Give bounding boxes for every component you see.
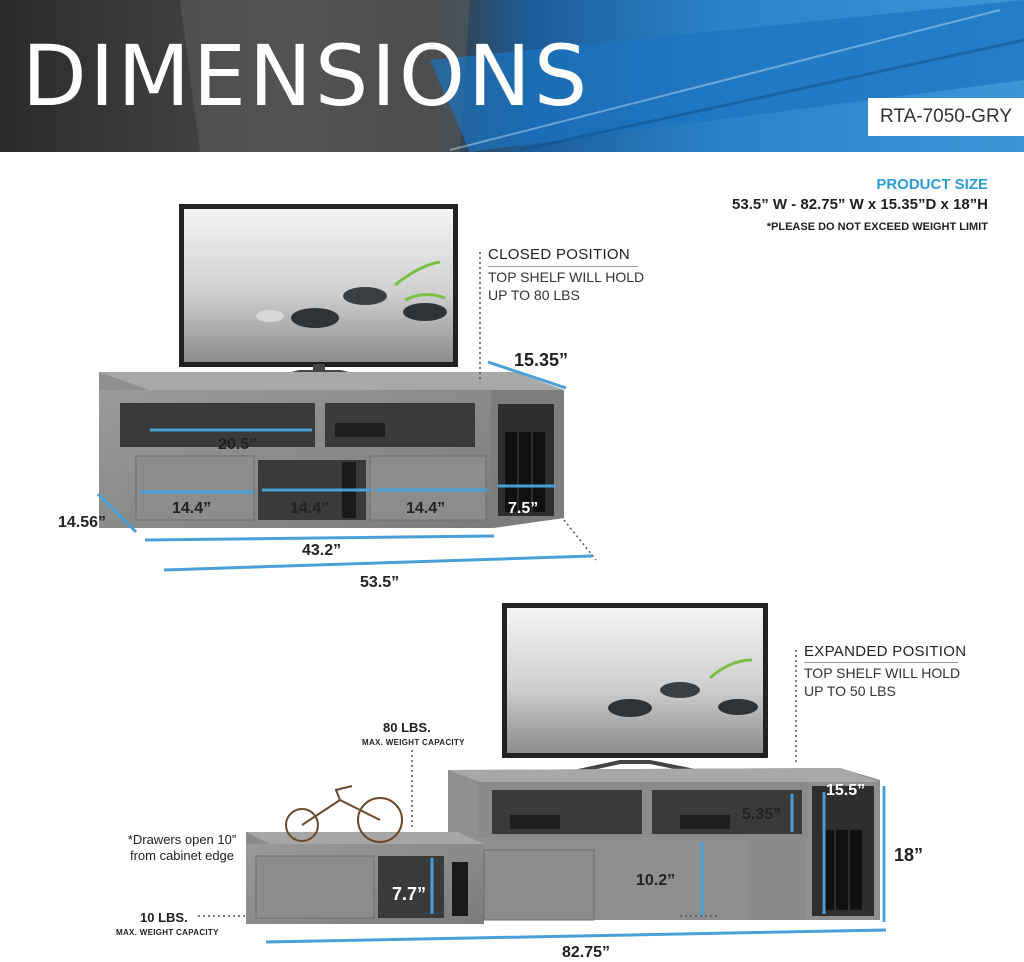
closed-position-title: CLOSED POSITION (488, 246, 631, 263)
cabinet-expanded (246, 768, 880, 924)
leader-lines-closed (479, 252, 597, 561)
page-title: DIMENSIONS (22, 27, 591, 125)
expanded-title-divider (804, 662, 958, 663)
bottom-weight-caption: MAX. WEIGHT CAPACITY (116, 928, 219, 937)
drawer-note-line2: from cabinet edge (129, 848, 235, 863)
expanded-total-width-label: 82.75” (562, 944, 611, 961)
bottom-weight-label: 10 LBS. (140, 910, 188, 925)
closed-drawer3-label: 14.4” (406, 500, 446, 517)
closed-title-divider (488, 266, 638, 267)
header-banner: DIMENSIONS RTA-7050-GRY (0, 0, 1024, 152)
expanded-subtitle-line2: UP TO 50 LBS (804, 683, 896, 699)
product-size-dimensions: 53.5” W - 82.75” W x 15.35”D x 18”H (732, 196, 988, 213)
closed-drawer2-label: 14.4” (290, 500, 330, 517)
sku-badge: RTA-7050-GRY (868, 98, 1024, 136)
closed-depth-label: 15.35” (514, 350, 569, 370)
dimension-lines-closed (96, 360, 593, 572)
tv-expanded (502, 603, 768, 777)
leader-lines-expanded (198, 650, 797, 917)
top-weight-caption: MAX. WEIGHT CAPACITY (362, 738, 465, 747)
clearance-label: 10.2” (636, 872, 676, 889)
cabinet-closed (99, 372, 564, 528)
bicycle-decor (285, 785, 403, 843)
top-weight-label: 80 LBS. (383, 720, 431, 735)
closed-drawer1-label: 14.4” (172, 500, 212, 517)
closed-shelf-width-label: 20.5” (218, 436, 258, 453)
closed-subtitle-line2: UP TO 80 LBS (488, 287, 580, 303)
expanded-position-title: EXPANDED POSITION (804, 643, 967, 660)
closed-subtitle-line1: TOP SHELF WILL HOLD (488, 269, 645, 285)
shelf-height-label: 5.35” (742, 806, 782, 823)
closed-side-shelf-label: 7.5” (508, 500, 539, 517)
closed-height-side-label: 14.56” (58, 514, 107, 531)
closed-total-width-label: 53.5” (360, 574, 400, 591)
closed-inner-width-label: 43.2” (302, 542, 342, 559)
expanded-subtitle-line1: TOP SHELF WILL HOLD (804, 665, 961, 681)
side-height-label: 15.5” (826, 782, 866, 799)
drawer-note-line1: *Drawers open 10” (127, 832, 237, 847)
cubby-height-label: 7.7” (392, 884, 427, 904)
dimension-lines-expanded (265, 786, 887, 944)
weight-limit-note: *PLEASE DO NOT EXCEED WEIGHT LIMIT (766, 221, 988, 233)
total-height-label: 18” (894, 845, 924, 865)
tv-closed (179, 204, 458, 387)
banner-texture (180, 0, 1024, 152)
product-size-title: PRODUCT SIZE (876, 176, 988, 193)
